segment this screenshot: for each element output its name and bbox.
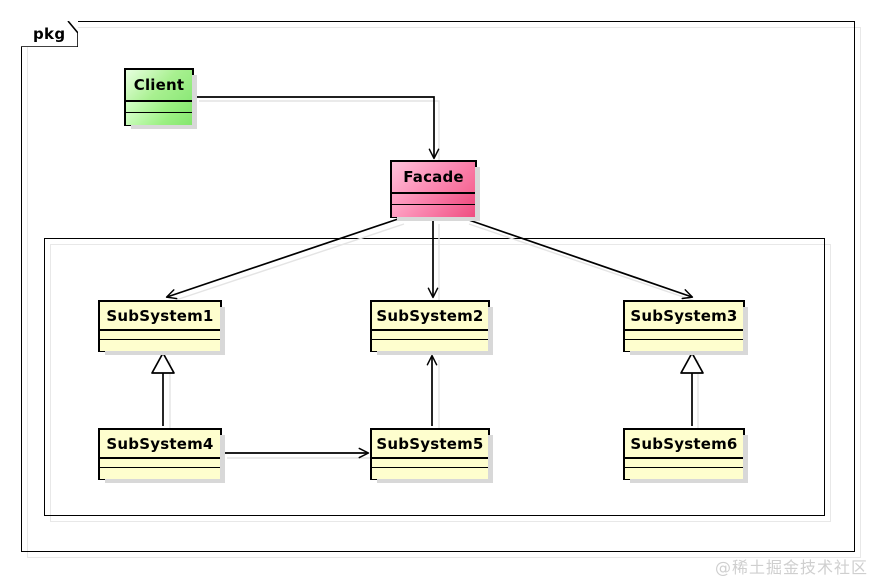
- class-node-client[interactable]: Client: [124, 68, 197, 129]
- class-node-subsystem2[interactable]: SubSystem2: [370, 300, 493, 355]
- attributes-compartment: [100, 458, 220, 467]
- class-node-subsystem6[interactable]: SubSystem6: [623, 428, 748, 483]
- compartment-divider: [126, 111, 192, 114]
- class-name-subsystem3: SubSystem3: [625, 302, 743, 329]
- class-name-facade: Facade: [392, 162, 475, 192]
- compartment-divider: [100, 338, 220, 341]
- methods-compartment: [625, 468, 743, 480]
- compartment-divider: [625, 457, 743, 459]
- class-name-subsystem4: SubSystem4: [100, 430, 220, 457]
- attributes-compartment: [625, 330, 743, 339]
- class-node-subsystem3[interactable]: SubSystem3: [623, 300, 748, 355]
- methods-compartment: [100, 468, 220, 480]
- class-node-facade[interactable]: Facade: [390, 160, 480, 221]
- attributes-compartment: [100, 330, 220, 339]
- package-tab: [21, 21, 78, 47]
- compartment-divider: [372, 329, 488, 331]
- class-node-subsystem1[interactable]: SubSystem1: [98, 300, 225, 355]
- subsystem-group-frame: [44, 238, 825, 516]
- attributes-compartment: [372, 330, 488, 339]
- compartment-divider: [372, 466, 488, 469]
- compartment-divider: [100, 329, 220, 331]
- methods-compartment: [372, 340, 488, 352]
- package-label: pkg: [33, 25, 66, 43]
- compartment-divider: [100, 466, 220, 469]
- methods-compartment: [372, 468, 488, 480]
- class-node-subsystem4[interactable]: SubSystem4: [98, 428, 225, 483]
- compartment-divider: [392, 192, 475, 194]
- compartment-divider: [372, 338, 488, 341]
- compartment-divider: [625, 466, 743, 469]
- compartment-divider: [100, 457, 220, 459]
- methods-compartment: [392, 205, 475, 218]
- attributes-compartment: [392, 193, 475, 204]
- compartment-divider: [372, 457, 488, 459]
- class-node-subsystem5[interactable]: SubSystem5: [370, 428, 493, 483]
- methods-compartment: [100, 340, 220, 352]
- compartment-divider: [392, 203, 475, 206]
- package-frame: [21, 21, 855, 552]
- methods-compartment: [625, 340, 743, 352]
- attributes-compartment: [625, 458, 743, 467]
- attributes-compartment: [372, 458, 488, 467]
- subsystem-group-frame-shadow: [50, 244, 831, 522]
- compartment-divider: [126, 100, 192, 102]
- package-frame-shadow: [27, 27, 861, 558]
- class-name-subsystem1: SubSystem1: [100, 302, 220, 329]
- class-name-subsystem5: SubSystem5: [372, 430, 488, 457]
- watermark-text: @稀土掘金技术社区: [714, 558, 868, 577]
- attributes-compartment: [126, 101, 192, 112]
- compartment-divider: [625, 329, 743, 331]
- class-name-client: Client: [126, 70, 192, 100]
- class-name-subsystem6: SubSystem6: [625, 430, 743, 457]
- compartment-divider: [625, 338, 743, 341]
- methods-compartment: [126, 113, 192, 126]
- class-name-subsystem2: SubSystem2: [372, 302, 488, 329]
